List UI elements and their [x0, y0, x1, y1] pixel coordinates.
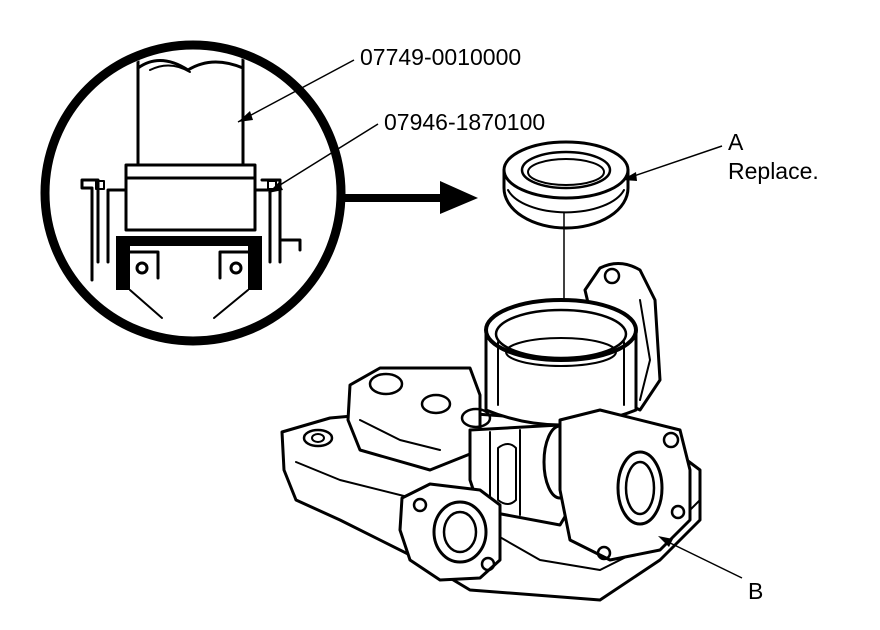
pump-housing-b — [280, 262, 702, 602]
attachment-part-number-label: 07946-1870100 — [384, 109, 546, 135]
callout-a-letter: A — [728, 129, 744, 155]
detail-inset — [40, 40, 346, 346]
leader-b — [658, 536, 743, 579]
tool-part-number-label: 07749-0010000 — [360, 44, 522, 70]
seal-section — [116, 236, 262, 319]
callout-a-note: Replace. — [728, 158, 819, 184]
housing-bore — [80, 178, 302, 282]
detail-arrow — [338, 181, 478, 214]
callout-b-letter: B — [748, 578, 764, 604]
seal-a — [502, 140, 630, 230]
attachment-tool — [124, 163, 257, 232]
tool-leaders — [237, 59, 379, 193]
leader-a — [622, 145, 723, 181]
